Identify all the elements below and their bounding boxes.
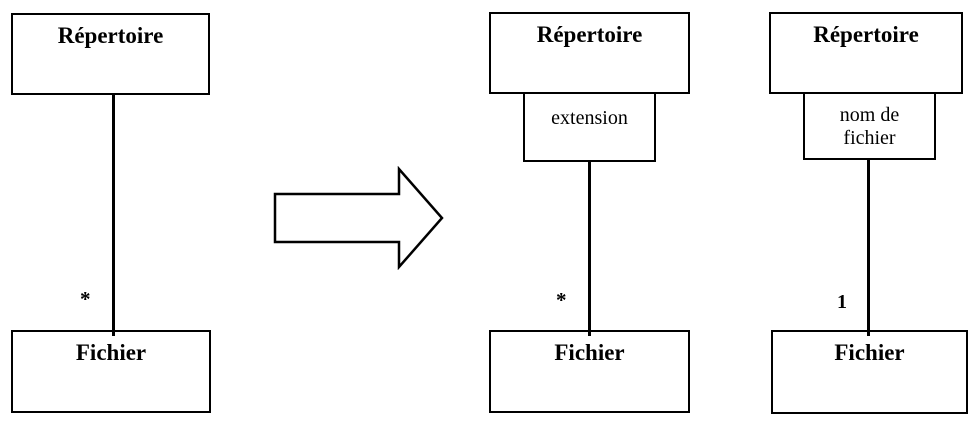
class-name-repertoire: Répertoire xyxy=(813,22,919,47)
qualifier-label-filename: nom de fichier xyxy=(839,104,900,149)
class-box-repertoire-before: Répertoire xyxy=(11,13,210,95)
class-name-fichier: Fichier xyxy=(554,340,625,365)
qualifier-box-filename: nom de fichier xyxy=(803,92,936,160)
multiplicity-before: * xyxy=(80,287,91,311)
association-line-extension xyxy=(588,160,591,336)
multiplicity-extension: * xyxy=(556,288,567,312)
qualifier-box-extension: extension xyxy=(523,92,656,162)
block-arrow-right-icon xyxy=(273,166,444,270)
class-name-repertoire: Répertoire xyxy=(57,23,164,48)
class-box-fichier-filename: Fichier xyxy=(771,330,968,414)
class-box-fichier-before: Fichier xyxy=(11,330,211,413)
association-line-before xyxy=(111,94,115,336)
class-name-fichier: Fichier xyxy=(834,340,905,365)
class-box-repertoire-filename: Répertoire xyxy=(769,12,963,94)
qualifier-label-extension: extension xyxy=(551,107,628,129)
class-name-repertoire: Répertoire xyxy=(536,22,643,47)
class-box-fichier-extension: Fichier xyxy=(489,330,690,413)
class-box-repertoire-extension: Répertoire xyxy=(489,12,690,94)
class-name-fichier: Fichier xyxy=(75,340,147,365)
association-line-filename xyxy=(867,158,870,336)
multiplicity-filename: 1 xyxy=(837,291,847,313)
